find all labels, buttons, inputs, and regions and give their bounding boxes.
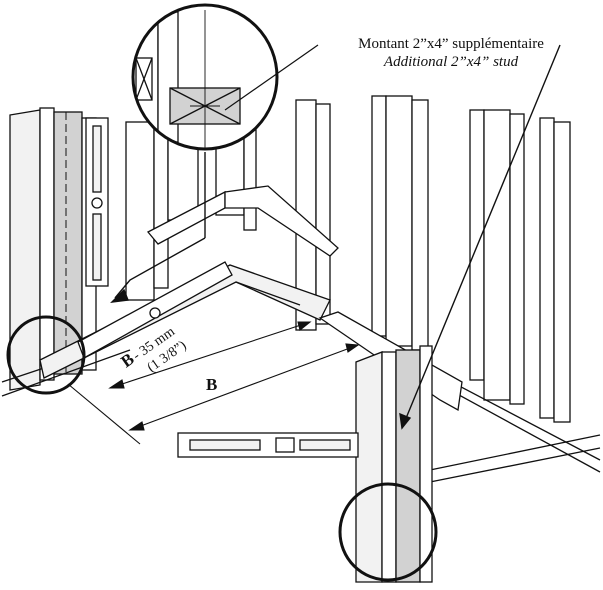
vertical-level xyxy=(85,117,109,287)
callout-label-french: Montant 2”x4” supplémentaire xyxy=(358,36,544,52)
dimension-b-outer-letter: B xyxy=(206,375,217,394)
framing-square xyxy=(146,185,339,257)
detail-circle-left xyxy=(6,315,86,395)
diagonal-level xyxy=(77,261,233,359)
indicator-arrows xyxy=(110,44,561,430)
callout-label-english: Additional 2”x4” stud xyxy=(383,54,519,70)
dimension-lines xyxy=(67,321,360,445)
magnifier-detail xyxy=(131,3,319,151)
detail-circle-right xyxy=(338,482,438,582)
back-wall-studs xyxy=(295,95,601,483)
foreground-stud xyxy=(355,345,433,583)
long-level xyxy=(177,432,359,458)
